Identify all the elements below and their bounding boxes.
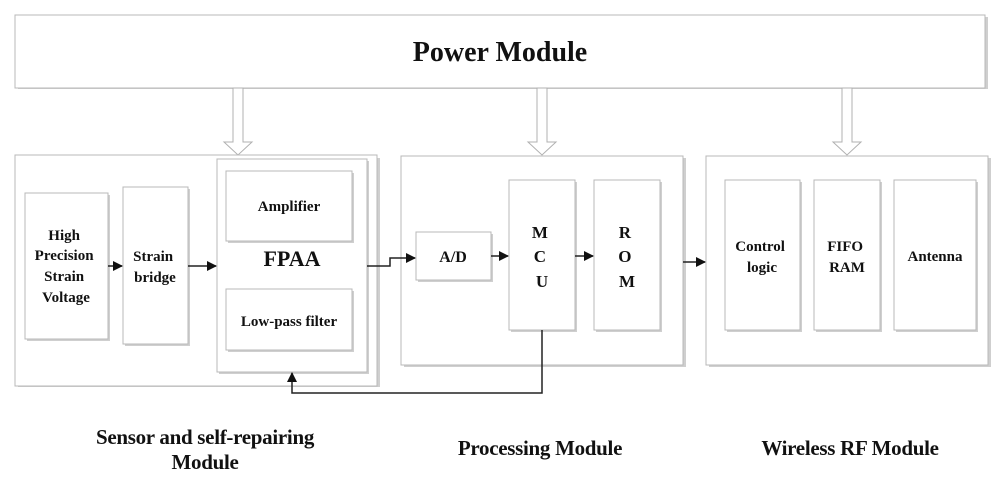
sensor-caption-line1: Sensor and self-repairing	[95, 425, 315, 449]
power-module-title: Power Module	[413, 37, 587, 68]
mcu-block[interactable]: M C U	[508, 179, 577, 332]
ad-label: A/D	[439, 249, 467, 266]
control-logic-block[interactable]: Control logic	[724, 179, 802, 332]
fpaa-label: FPAA	[263, 246, 320, 271]
antenna-block[interactable]: Antenna	[893, 179, 978, 332]
amplifier-block[interactable]: Amplifier	[225, 170, 354, 243]
strain-bridge-block[interactable]: Strain bridge	[122, 186, 190, 346]
mcu-label: M C U	[532, 223, 552, 291]
fifo-ram-label: FIFO RAM	[827, 239, 867, 276]
strain-voltage-block[interactable]: High Precision Strain Voltage	[24, 192, 110, 341]
strain-bridge-label: Strain bridge	[133, 249, 177, 286]
low-pass-filter-block[interactable]: Low-pass filter	[225, 288, 354, 352]
wireless-module-caption: Wireless RF Module	[761, 436, 939, 460]
rom-label: R O M	[618, 223, 635, 291]
antenna-label: Antenna	[907, 249, 963, 265]
power-arrow-wireless	[831, 87, 863, 156]
strain-voltage-label: High Precision Strain Voltage	[35, 228, 98, 306]
power-arrow-sensor	[222, 87, 254, 156]
arrow-fpaa-to-ad	[367, 253, 416, 267]
processing-module-caption: Processing Module	[457, 436, 623, 460]
ad-block[interactable]: A/D	[415, 231, 493, 282]
sensor-caption-line2: Module	[171, 450, 239, 474]
sensor-module-caption: Sensor and self-repairing Module	[40, 425, 370, 475]
rom-block[interactable]: R O M	[593, 179, 662, 332]
power-arrow-processing	[526, 87, 558, 156]
power-module[interactable]: Power Module	[14, 14, 988, 89]
feedback-mcu-to-fpaa	[287, 330, 543, 394]
low-pass-filter-label: Low-pass filter	[241, 314, 338, 330]
fifo-ram-block[interactable]: FIFO RAM	[813, 179, 882, 332]
amplifier-label: Amplifier	[258, 199, 321, 215]
control-logic-label: Control logic	[735, 239, 788, 276]
